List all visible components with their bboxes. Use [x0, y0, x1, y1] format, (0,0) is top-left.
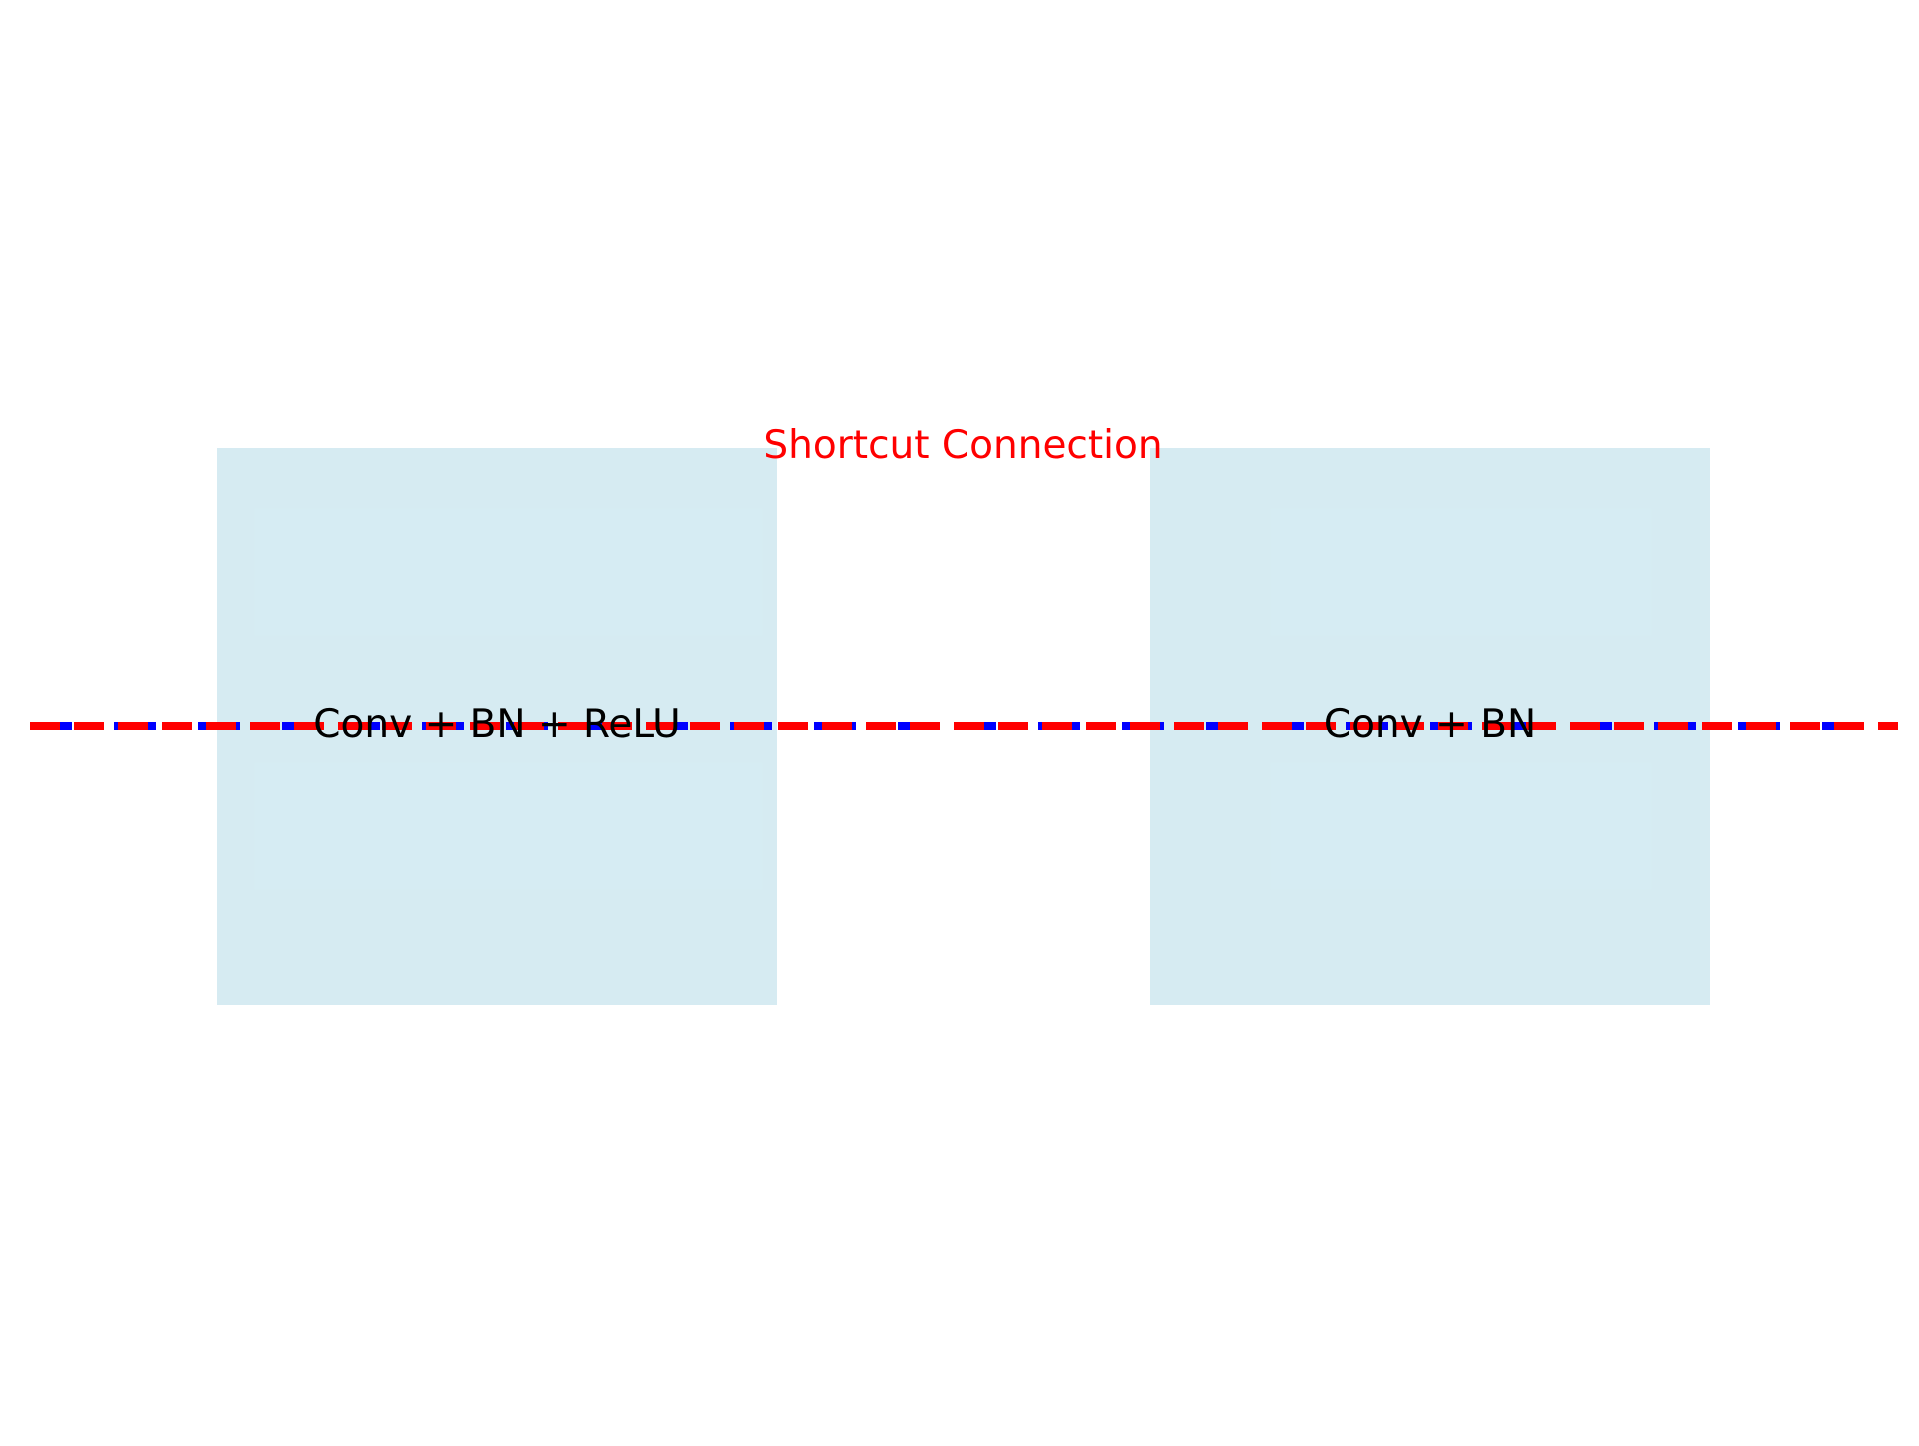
shortcut-connection-label: Shortcut Connection [763, 423, 1162, 468]
conv-bn-relu-label: Conv + BN + ReLU [313, 702, 680, 747]
conv-bn-label: Conv + BN [1324, 702, 1536, 747]
